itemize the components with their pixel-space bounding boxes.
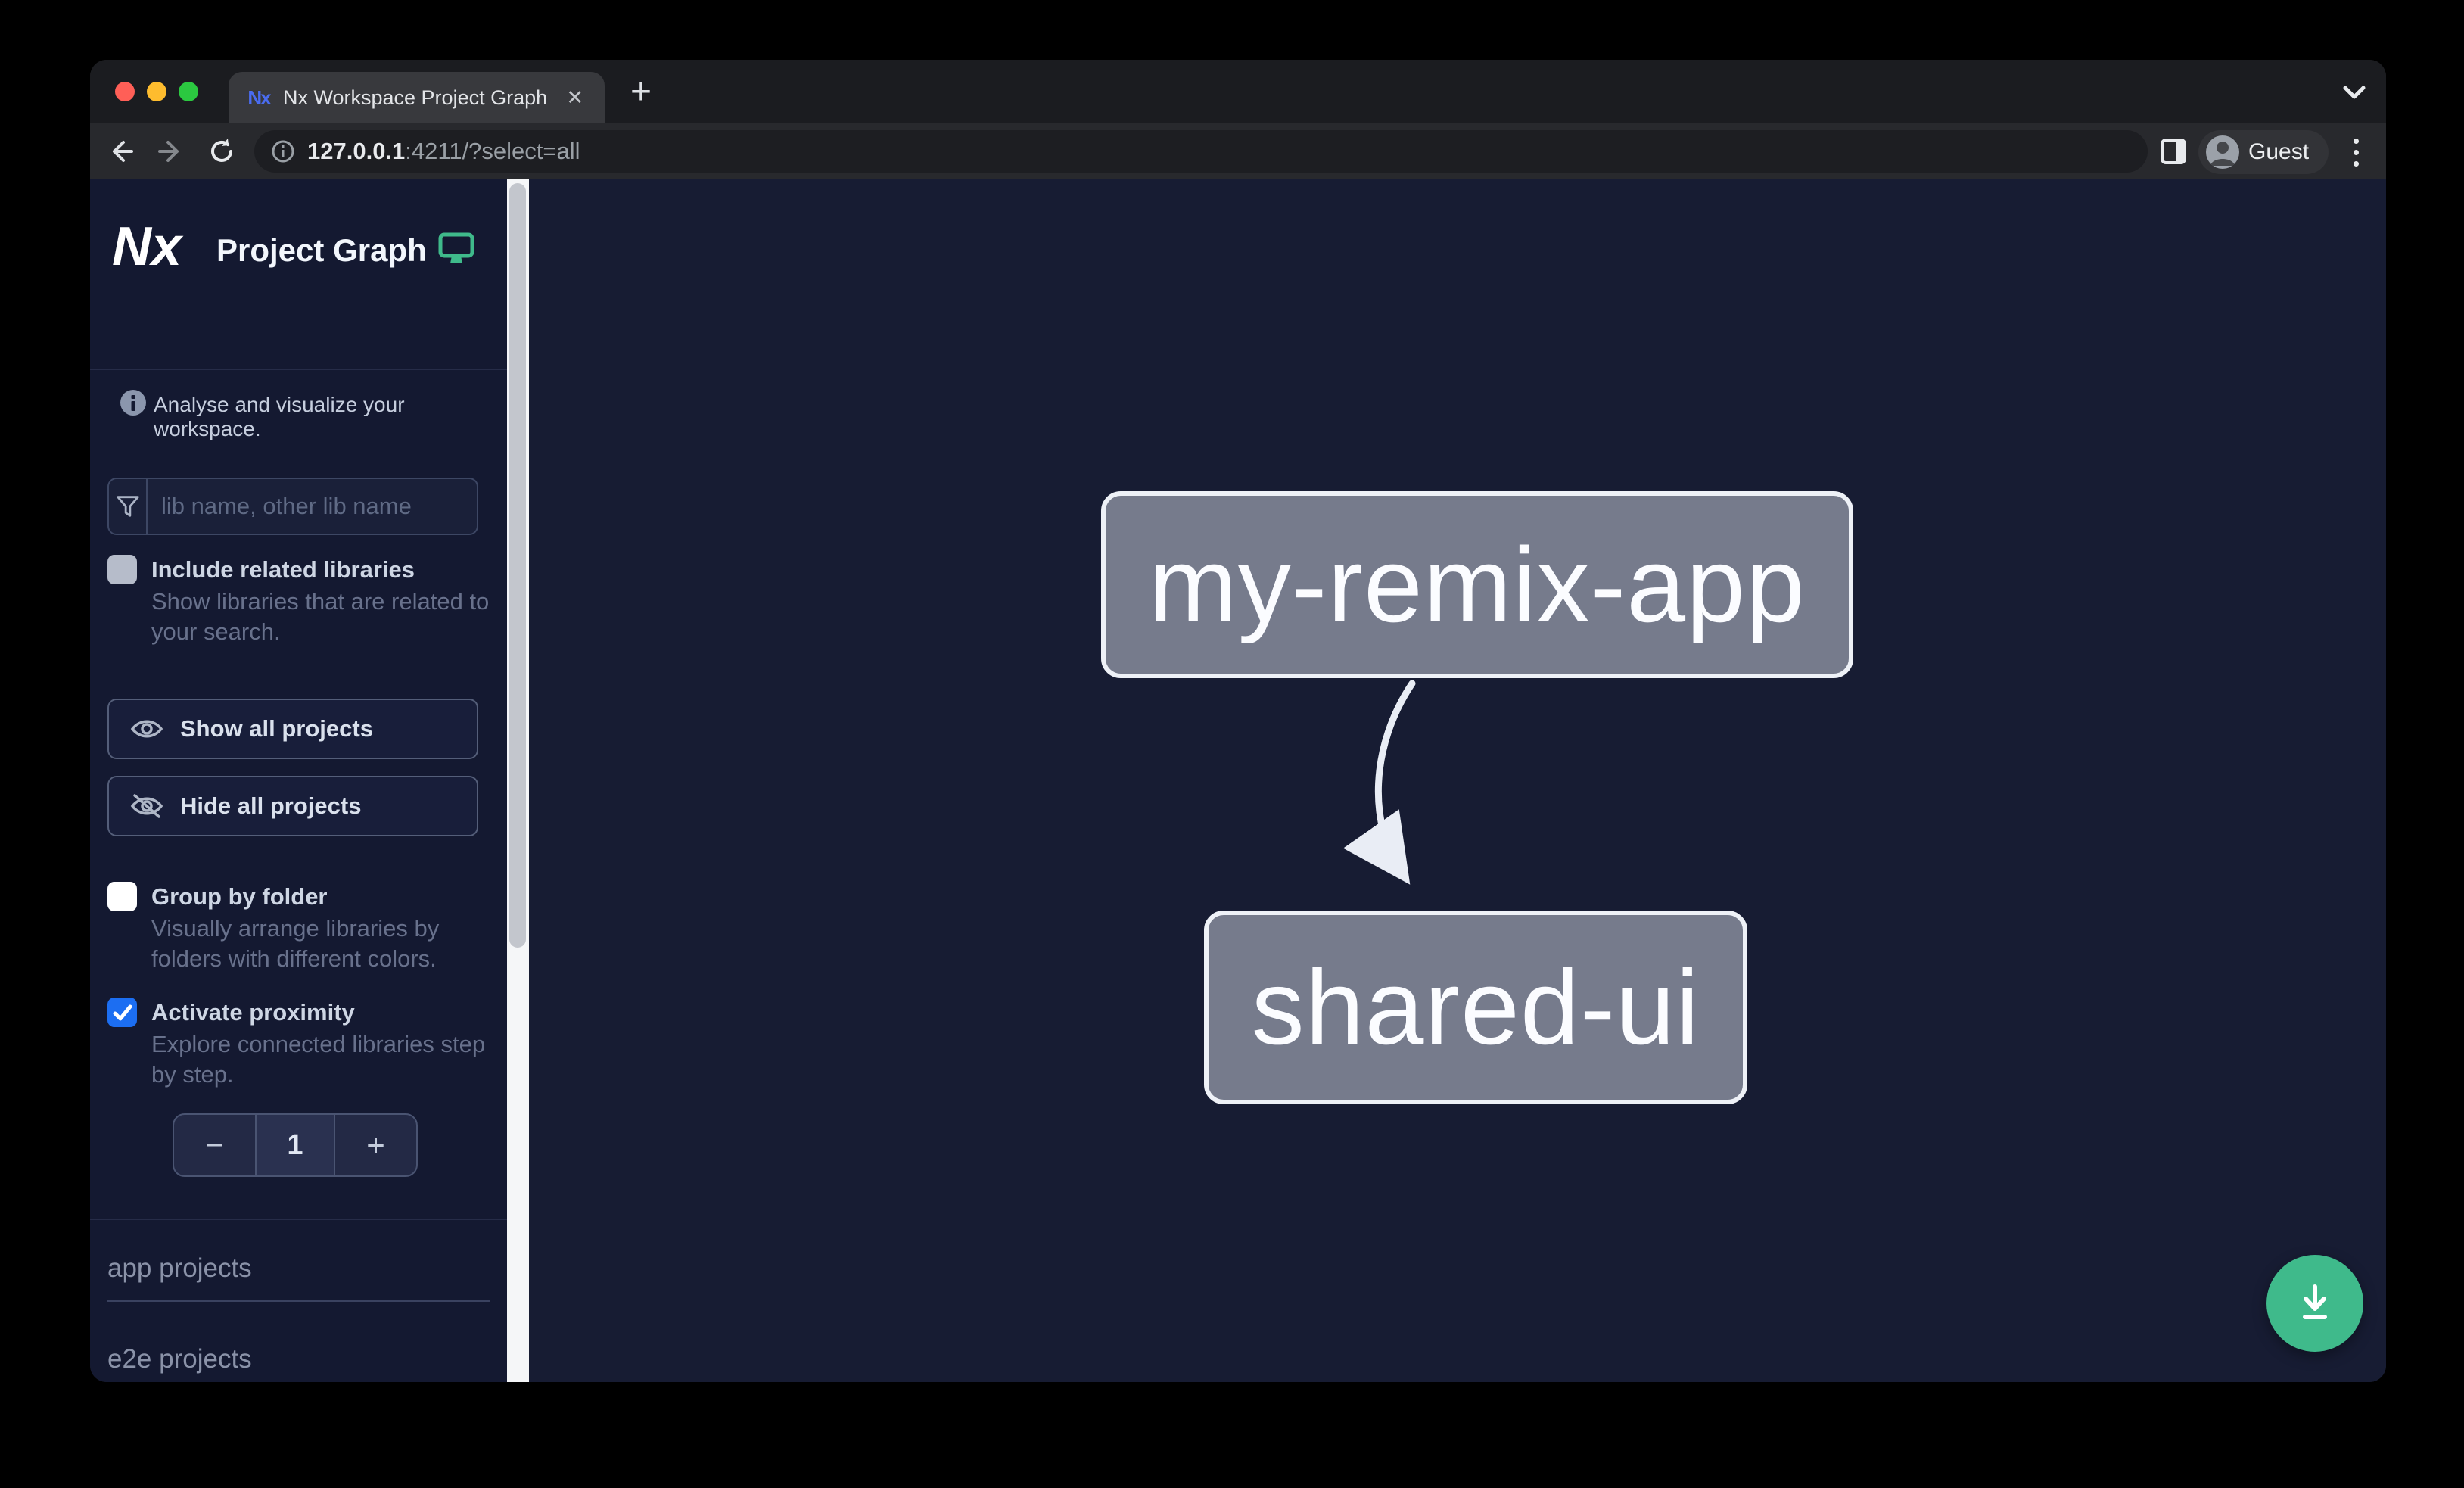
nx-favicon-icon: Nx <box>247 86 271 109</box>
group-by-folder-description: Visually arrange libraries by folders wi… <box>151 915 440 972</box>
section-e2e-projects: e2e projects <box>107 1344 490 1382</box>
search-box <box>107 478 478 535</box>
graph-canvas[interactable]: my-remix-app shared-ui <box>529 179 2386 1382</box>
group-by-folder-checkbox[interactable] <box>107 882 137 911</box>
profile-button[interactable]: Guest <box>2198 130 2329 174</box>
tab-strip: Nx Nx Workspace Project Graph ✕ + <box>90 60 2386 123</box>
sidebar-header: Nx Project Graph <box>90 179 507 370</box>
sidebar: Nx Project Graph Analyse and visualize y… <box>90 179 507 1382</box>
nx-logo: Nx <box>112 216 182 277</box>
activate-proximity-description: Explore connected libraries step by step… <box>151 1031 486 1088</box>
back-button[interactable] <box>105 136 135 167</box>
scrollbar-thumb[interactable] <box>509 183 526 948</box>
show-all-projects-button[interactable]: Show all projects <box>107 699 478 759</box>
url-text: 127.0.0.1:4211/?select=all <box>307 138 580 164</box>
eye-icon <box>130 720 163 738</box>
browser-menu-icon[interactable] <box>2348 135 2363 169</box>
side-panel-icon[interactable] <box>2161 139 2186 164</box>
search-input[interactable] <box>148 479 477 534</box>
monitor-icon[interactable] <box>437 230 475 268</box>
download-image-button[interactable] <box>2266 1255 2363 1352</box>
group-by-folder-label: Group by folder <box>151 883 328 910</box>
include-related-label: Include related libraries <box>151 556 415 583</box>
include-related-checkbox[interactable] <box>107 555 137 584</box>
section-heading: e2e projects <box>107 1344 252 1374</box>
eye-off-icon <box>130 794 163 818</box>
graph-node-shared-ui[interactable]: shared-ui <box>1204 911 1747 1104</box>
node-label: my-remix-app <box>1149 525 1806 644</box>
url-bar[interactable]: 127.0.0.1:4211/?select=all <box>254 130 2148 173</box>
sidebar-scrollbar[interactable] <box>507 179 529 1382</box>
proximity-increment-button[interactable]: + <box>366 1127 385 1163</box>
node-label: shared-ui <box>1251 948 1700 1066</box>
profile-label: Guest <box>2248 139 2310 164</box>
dependency-edge <box>1342 680 1416 885</box>
graph-node-my-remix-app[interactable]: my-remix-app <box>1101 491 1853 678</box>
browser-toolbar: 127.0.0.1:4211/?select=all Guest <box>90 123 2386 179</box>
avatar <box>2206 135 2239 169</box>
section-heading: app projects <box>107 1253 252 1283</box>
tab-close-icon[interactable]: ✕ <box>566 86 583 109</box>
new-tab-button[interactable]: + <box>630 71 652 112</box>
activate-proximity-checkbox[interactable] <box>107 998 137 1027</box>
tab-search-chevron-icon[interactable] <box>2339 79 2369 105</box>
browser-tab[interactable]: Nx Nx Workspace Project Graph ✕ <box>229 72 605 123</box>
hide-all-projects-button[interactable]: Hide all projects <box>107 776 478 836</box>
section-rule <box>107 1300 490 1302</box>
reload-button[interactable] <box>207 136 237 167</box>
tagline: Analyse and visualize your workspace. <box>154 393 405 440</box>
macos-minimize-button[interactable] <box>147 82 166 101</box>
checkmark-icon <box>113 1004 132 1020</box>
app-title: Project Graph <box>216 232 427 268</box>
section-app-projects: app projects <box>107 1253 490 1302</box>
macos-zoom-button[interactable] <box>179 82 198 101</box>
macos-close-button[interactable] <box>115 82 135 101</box>
include-related-description: Show libraries that are related to your … <box>151 588 490 645</box>
tab-title: Nx Workspace Project Graph <box>283 86 548 109</box>
info-icon <box>119 388 148 417</box>
proximity-stepper: − 1 + <box>173 1113 418 1177</box>
proximity-value: 1 <box>255 1115 335 1175</box>
forward-button[interactable] <box>156 136 186 167</box>
download-icon <box>2303 1284 2327 1319</box>
section-divider <box>90 1219 507 1220</box>
browser-window: Nx Nx Workspace Project Graph ✕ + 12 <box>90 60 2386 1382</box>
site-info-icon[interactable] <box>271 139 295 163</box>
proximity-decrement-button[interactable]: − <box>205 1127 224 1163</box>
activate-proximity-label: Activate proximity <box>151 999 355 1026</box>
filter-icon <box>109 479 148 534</box>
